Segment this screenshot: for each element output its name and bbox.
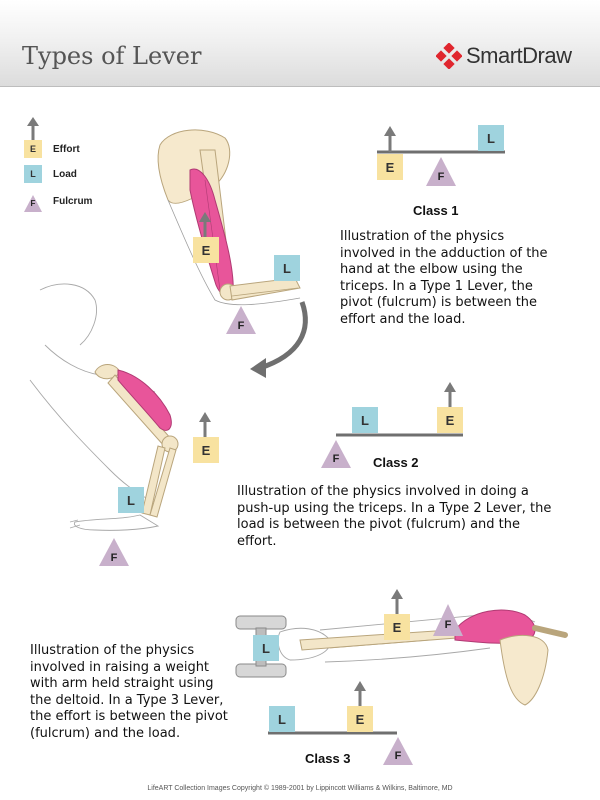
- header-bar: Types of Lever SmartDraw: [0, 0, 600, 87]
- class2-description: Illustration of the physics involved in …: [237, 484, 552, 549]
- class1-arm-effort-box: E: [193, 237, 219, 263]
- copyright-footer: LifeART Collection Images Copyright © 19…: [147, 785, 453, 792]
- class1-fulcrum-letter: F: [437, 171, 445, 183]
- legend-effort-box: E: [24, 140, 42, 158]
- smartdraw-logo-icon: [436, 43, 462, 69]
- legend-load-label: Load: [53, 169, 77, 180]
- class1-load-box: L: [478, 125, 504, 151]
- class3-title: Class 3: [305, 751, 351, 766]
- legend-fulcrum-letter: F: [30, 199, 36, 208]
- class2-fulcrum-letter: F: [332, 453, 340, 465]
- class3-effort-box: E: [347, 706, 373, 732]
- class2-effort-box: E: [437, 407, 463, 433]
- class3-arm-fulcrum-letter: F: [444, 619, 452, 631]
- class2-arm-effort-box: E: [193, 437, 219, 463]
- class1-effort-box: E: [377, 154, 403, 180]
- class2-title: Class 2: [373, 455, 419, 470]
- class3-arm-load-box: L: [253, 635, 279, 661]
- page-title: Types of Lever: [22, 42, 202, 70]
- class3-fulcrum-letter: F: [394, 750, 402, 762]
- class3-description: Illustration of the physics involved in …: [30, 643, 228, 741]
- legend-load-box: L: [24, 165, 42, 183]
- class1-description: Illustration of the physics involved in …: [340, 229, 548, 327]
- legend-fulcrum-label: Fulcrum: [53, 196, 93, 207]
- class2-arm-load-box: L: [118, 487, 144, 513]
- class3-load-box: L: [269, 706, 295, 732]
- class1-arm-fulcrum-letter: F: [237, 320, 245, 332]
- legend-effort-label: Effort: [53, 144, 80, 155]
- class1-title: Class 1: [413, 203, 459, 218]
- brand-name: SmartDraw: [466, 43, 572, 68]
- class2-load-box: L: [352, 407, 378, 433]
- class1-arm-load-box: L: [274, 255, 300, 281]
- brand: SmartDraw: [436, 40, 572, 72]
- class2-arm-fulcrum-letter: F: [110, 552, 118, 564]
- class3-arm-effort-box: E: [384, 614, 410, 640]
